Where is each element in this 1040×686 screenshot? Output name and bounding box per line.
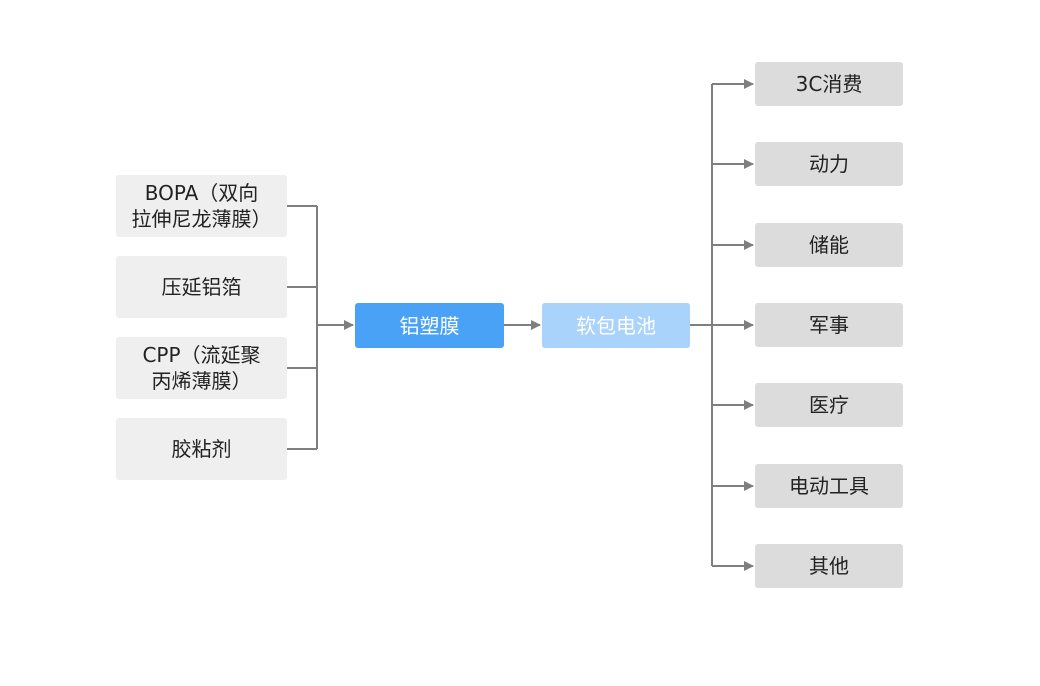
- app-node-label: 电动工具: [789, 474, 869, 498]
- main-node-aluminum-plastic-film: 铝塑膜: [355, 303, 504, 348]
- app-node-military: 军事: [755, 303, 903, 347]
- input-node-label: BOPA（双向 拉伸尼龙薄膜）: [132, 180, 272, 232]
- input-label-line2: 丙烯薄膜）: [151, 369, 252, 393]
- app-node-label: 医疗: [809, 393, 849, 417]
- app-node-label: 军事: [809, 313, 849, 337]
- input-node-label: 压延铝箔: [162, 274, 242, 300]
- input-label-line1: 胶粘剂: [171, 437, 232, 461]
- app-node-label: 其他: [809, 554, 849, 578]
- app-node-power-tools: 电动工具: [755, 464, 903, 508]
- input-node-adhesive: 胶粘剂: [116, 418, 287, 480]
- input-label-line1: BOPA（双向: [144, 181, 259, 205]
- input-node-bopa: BOPA（双向 拉伸尼龙薄膜）: [116, 175, 287, 237]
- main-node-label: 铝塑膜: [399, 313, 460, 338]
- app-node-other: 其他: [755, 544, 903, 588]
- app-node-label: 动力: [809, 152, 849, 176]
- input-node-aluminum-foil: 压延铝箔: [116, 256, 287, 318]
- input-label-line1: CPP（流延聚: [142, 343, 261, 367]
- app-node-energy-storage: 储能: [755, 223, 903, 267]
- input-node-label: 胶粘剂: [172, 436, 232, 462]
- input-node-label: CPP（流延聚 丙烯薄膜）: [142, 342, 260, 394]
- app-node-label: 3C消费: [795, 72, 863, 96]
- product-node-pouch-battery: 软包电池: [542, 303, 690, 348]
- input-label-line1: 压延铝箔: [161, 275, 242, 299]
- app-node-3c: 3C消费: [755, 62, 903, 106]
- product-node-label: 软包电池: [576, 313, 656, 338]
- input-node-cpp: CPP（流延聚 丙烯薄膜）: [116, 337, 287, 399]
- app-node-medical: 医疗: [755, 383, 903, 427]
- app-node-label: 储能: [809, 233, 849, 257]
- input-label-line2: 拉伸尼龙薄膜）: [131, 207, 272, 231]
- app-node-power: 动力: [755, 142, 903, 186]
